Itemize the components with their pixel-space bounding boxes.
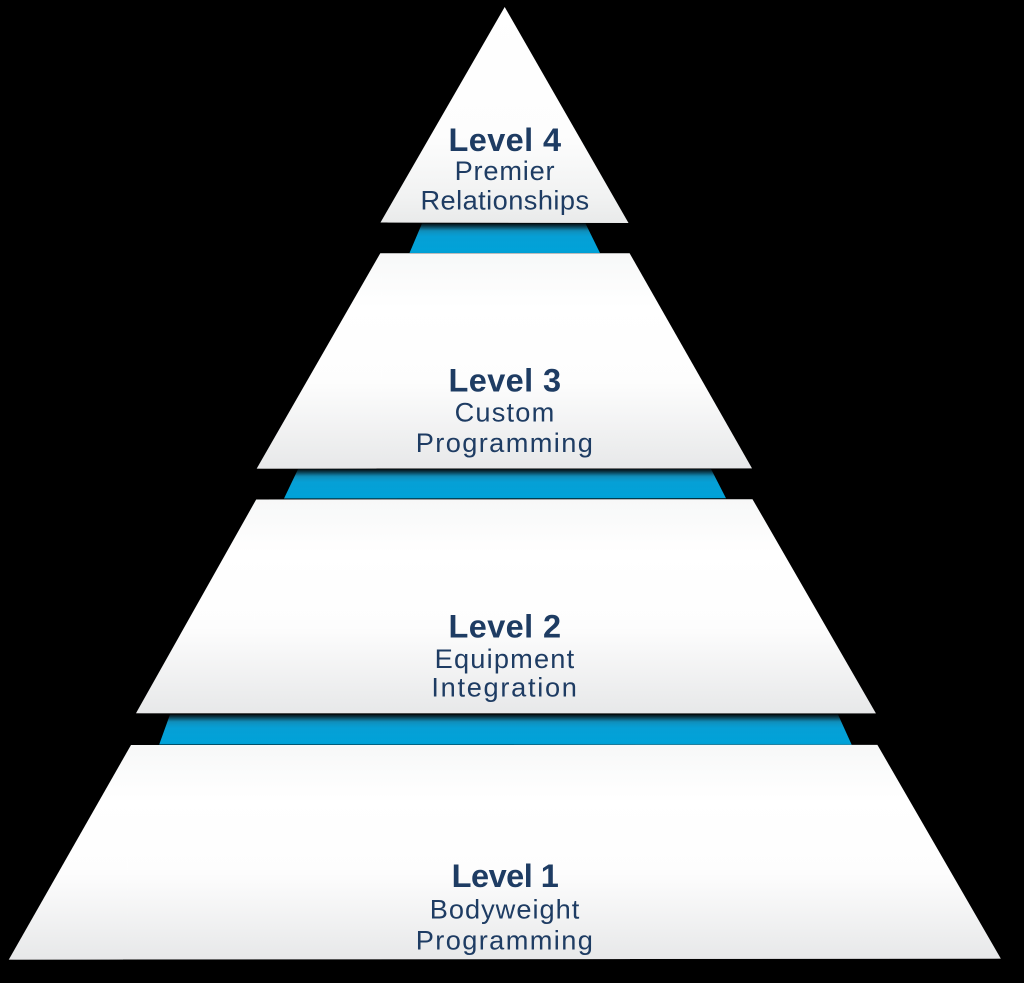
svg-text:Level 3: Level 3 <box>448 363 561 399</box>
svg-text:Bodyweight: Bodyweight <box>430 893 581 924</box>
svg-text:Programming: Programming <box>416 925 595 956</box>
svg-text:Custom: Custom <box>455 397 556 428</box>
svg-text:Level 1: Level 1 <box>452 858 559 894</box>
svg-text:Premier: Premier <box>455 155 556 186</box>
svg-text:Level 2: Level 2 <box>448 609 561 645</box>
svg-text:Level 4: Level 4 <box>448 122 561 158</box>
svg-text:Relationships: Relationships <box>420 185 589 216</box>
svg-text:Programming: Programming <box>416 427 595 458</box>
svg-text:Equipment: Equipment <box>435 643 576 674</box>
svg-text:Integration: Integration <box>431 672 578 703</box>
